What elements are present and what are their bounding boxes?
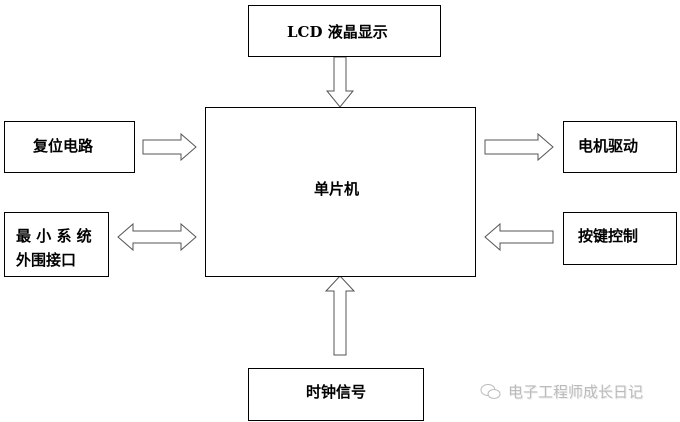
arrow-clock-to-mcu	[324, 275, 356, 356]
min-system-label-line2: 外围接口	[16, 251, 77, 269]
lcd-display-block: LCD 液晶显示	[248, 5, 441, 57]
watermark-text: 电子工程师成长日记	[508, 383, 644, 401]
motor-drive-block: 电机驱动	[563, 121, 677, 173]
lcd-display-label: LCD 液晶显示	[287, 23, 388, 41]
reset-circuit-block: 复位电路	[4, 121, 135, 173]
arrow-lcd-to-mcu	[325, 56, 355, 108]
min-system-block: 最 小 系 统 外围接口	[4, 212, 109, 277]
arrow-reset-to-mcu	[142, 132, 197, 162]
key-control-block: 按键控制	[563, 212, 677, 265]
motor-drive-label: 电机驱动	[578, 137, 639, 155]
min-system-label-line1: 最 小 系 统	[16, 227, 92, 245]
mcu-block: 单片机	[205, 107, 476, 277]
reset-circuit-label: 复位电路	[33, 137, 94, 155]
key-control-label: 按键控制	[578, 227, 639, 245]
watermark: 电子工程师成长日记	[480, 381, 643, 402]
clock-signal-label: 时钟信号	[306, 383, 367, 401]
arrow-mcu-to-motor	[484, 132, 554, 162]
clock-signal-block: 时钟信号	[248, 368, 424, 421]
arrow-min-system-bidirectional	[117, 222, 197, 252]
arrow-keys-to-mcu	[484, 222, 554, 252]
wechat-icon	[480, 383, 501, 399]
mcu-label: 单片机	[314, 180, 360, 198]
